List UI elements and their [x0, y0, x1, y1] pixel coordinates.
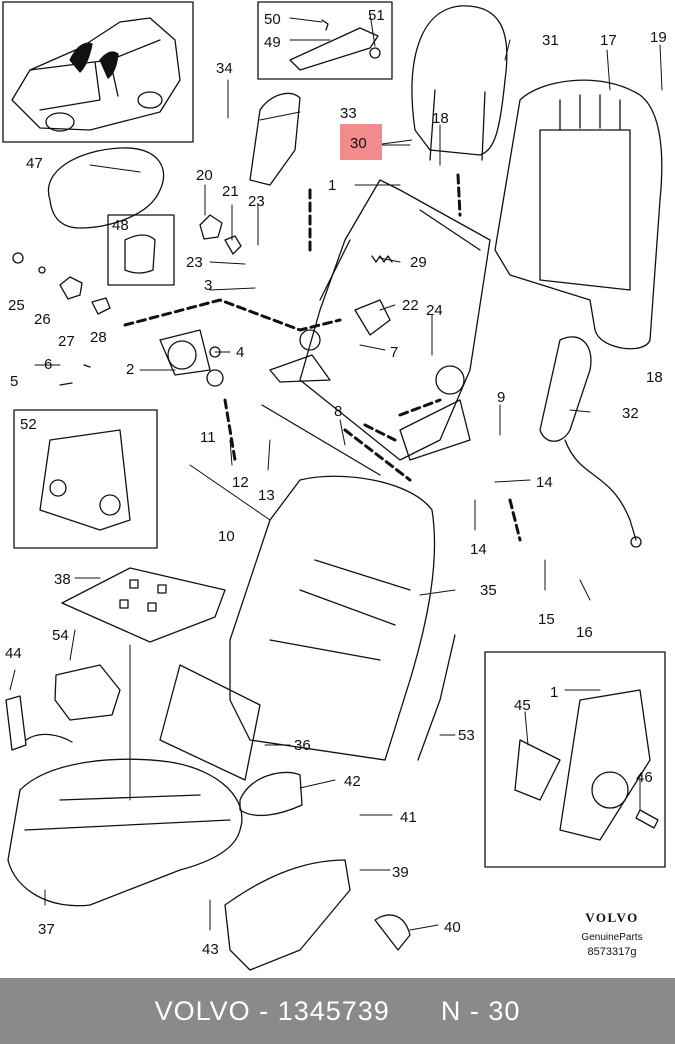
callout-35[interactable]: 35	[480, 582, 497, 599]
handle	[239, 771, 303, 817]
callout-33[interactable]: 33	[340, 105, 357, 122]
heating-pad	[61, 567, 226, 643]
detail-box	[484, 651, 666, 868]
callout-9[interactable]: 9	[497, 389, 505, 406]
genuine-parts-text: GenuineParts	[581, 932, 643, 943]
callout-18[interactable]: 18	[432, 110, 449, 127]
callout-29[interactable]: 29	[410, 254, 427, 271]
callout-21[interactable]: 21	[222, 183, 239, 200]
seat-buckle	[5, 695, 73, 751]
callout-27[interactable]: 27	[58, 333, 75, 350]
car-thumbnail	[2, 1, 194, 143]
callout-8[interactable]: 8	[334, 403, 342, 420]
callout-44[interactable]: 44	[5, 645, 22, 662]
callout-32[interactable]: 32	[622, 405, 639, 422]
callout-53[interactable]: 53	[458, 727, 475, 744]
callout-18b[interactable]: 18	[646, 369, 663, 386]
callout-14b[interactable]: 14	[470, 541, 487, 558]
callout-25[interactable]: 25	[8, 297, 25, 314]
callout-52[interactable]: 52	[20, 416, 37, 433]
footer-brand: VOLVO	[154, 995, 251, 1026]
small-hardware	[12, 214, 242, 387]
lever	[354, 255, 393, 336]
callout-19[interactable]: 19	[650, 29, 667, 46]
callout-48[interactable]: 48	[112, 217, 129, 234]
callout-23b[interactable]: 23	[186, 254, 203, 271]
callout-45[interactable]: 45	[514, 697, 531, 714]
headrest	[411, 5, 508, 161]
callout-20[interactable]: 20	[196, 167, 213, 184]
callout-4[interactable]: 4	[236, 344, 244, 361]
callout-40[interactable]: 40	[444, 919, 461, 936]
callout-43[interactable]: 43	[202, 941, 219, 958]
leader-lines	[9, 13, 663, 931]
callout-28[interactable]: 28	[90, 329, 107, 346]
callout-24[interactable]: 24	[426, 302, 443, 319]
highlight-box	[340, 124, 382, 160]
callout-47[interactable]: 47	[26, 155, 43, 172]
side-shield	[539, 336, 642, 548]
rod	[261, 404, 381, 476]
callout-38[interactable]: 38	[54, 571, 71, 588]
footer-ref: N - 30	[440, 995, 521, 1026]
mechanism-box	[13, 409, 158, 549]
callout-49[interactable]: 49	[264, 34, 281, 51]
callout-37[interactable]: 37	[38, 921, 55, 938]
callout-7[interactable]: 7	[390, 344, 398, 361]
callout-3[interactable]: 3	[204, 277, 212, 294]
rod-53	[417, 634, 456, 761]
callout-39[interactable]: 39	[392, 864, 409, 881]
seat-cushion	[7, 758, 243, 907]
callout-41[interactable]: 41	[400, 809, 417, 826]
cover-cap	[374, 914, 411, 951]
part-footer: VOLVO - 1345739 N - 30	[0, 978, 675, 1044]
callout-16[interactable]: 16	[576, 624, 593, 641]
callout-23[interactable]: 23	[248, 193, 265, 210]
callout-26[interactable]: 26	[34, 311, 51, 328]
callout-51[interactable]: 51	[368, 7, 385, 24]
backrest-pad	[159, 664, 261, 781]
seat-frame	[269, 179, 491, 461]
callout-36[interactable]: 36	[294, 737, 311, 754]
callout-12[interactable]: 12	[232, 474, 249, 491]
callout-42[interactable]: 42	[344, 773, 361, 790]
callout-13[interactable]: 13	[258, 487, 275, 504]
side-cover	[224, 859, 351, 971]
callout-34[interactable]: 34	[216, 60, 233, 77]
armrest-cap	[47, 147, 165, 229]
callout-17[interactable]: 17	[600, 32, 617, 49]
callout-2[interactable]: 2	[126, 361, 134, 378]
callout-10[interactable]: 10	[218, 528, 235, 545]
backrest-panel	[494, 79, 663, 350]
callout-6[interactable]: 6	[44, 356, 52, 373]
callout-46[interactable]: 46	[636, 769, 653, 786]
footer-part-number: 1345739	[277, 995, 390, 1026]
callout-14[interactable]: 14	[536, 474, 553, 491]
upper-side-trim	[249, 92, 301, 186]
callout-54[interactable]: 54	[52, 627, 69, 644]
callout-15[interactable]: 15	[538, 611, 555, 628]
clip-box	[107, 214, 175, 286]
callout-22[interactable]: 22	[402, 297, 419, 314]
control-module	[54, 664, 121, 721]
callout-50[interactable]: 50	[264, 11, 281, 28]
callout-31[interactable]: 31	[542, 32, 559, 49]
callout-1b[interactable]: 1	[550, 684, 558, 701]
backrest-cushion	[229, 475, 436, 761]
dashed-lines	[123, 173, 522, 542]
callout-labels: 1234567891011121314141516171818192021222…	[5, 7, 667, 958]
seat-parts-diagram: 30 1234567891011121314141516171818192021…	[2, 1, 667, 971]
diagram-code: 8573317g	[587, 946, 637, 958]
callout-30[interactable]: 30	[350, 135, 367, 152]
brand-block: VOLVO GenuineParts 8573317g	[572, 910, 652, 958]
callout-11[interactable]: 11	[200, 429, 216, 446]
callout-5[interactable]: 5	[10, 373, 18, 390]
callout-1[interactable]: 1	[328, 177, 336, 194]
volvo-logo: VOLVO	[585, 910, 639, 925]
